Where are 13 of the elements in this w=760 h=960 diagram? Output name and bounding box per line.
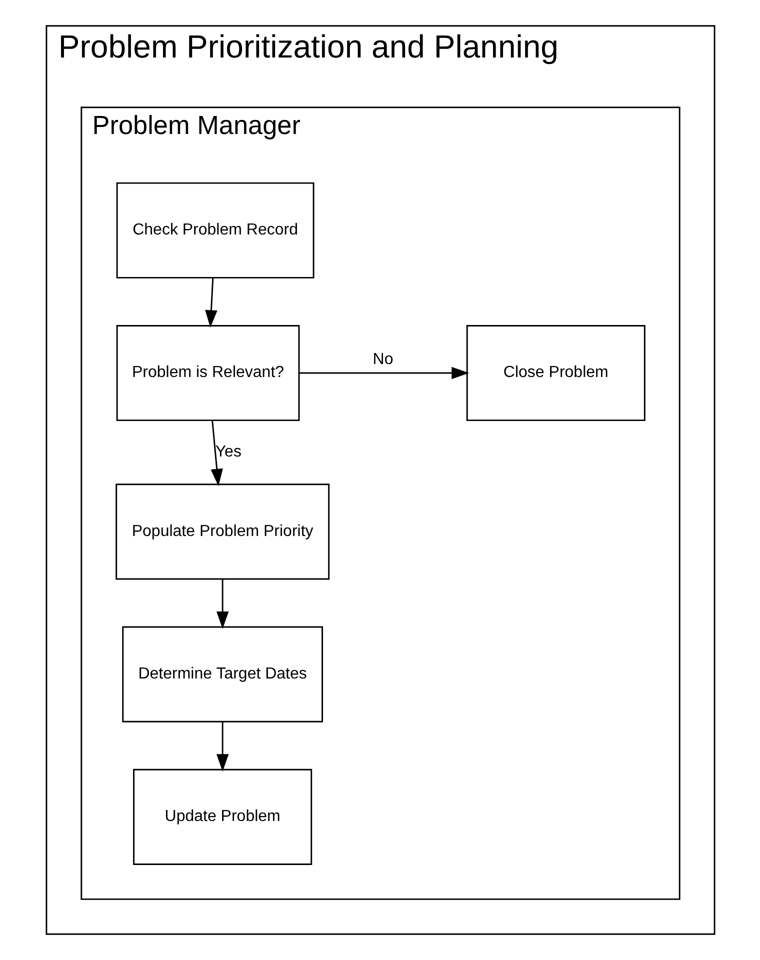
node-box: Determine Target Dates	[122, 626, 322, 722]
node-box: Close Problem	[466, 325, 645, 422]
arrow	[298, 366, 469, 380]
node-box: Populate Problem Priority	[115, 484, 330, 580]
arrow	[210, 420, 222, 486]
arrow	[216, 722, 228, 772]
node-box: Check Problem Record	[116, 182, 314, 278]
node-box: Problem is Relevant?	[116, 325, 300, 422]
edge-label: Yes	[214, 443, 241, 460]
arrow	[216, 579, 228, 629]
edge-label: No	[372, 351, 393, 368]
arrow	[204, 278, 217, 328]
node-box: Update Problem	[132, 768, 312, 865]
